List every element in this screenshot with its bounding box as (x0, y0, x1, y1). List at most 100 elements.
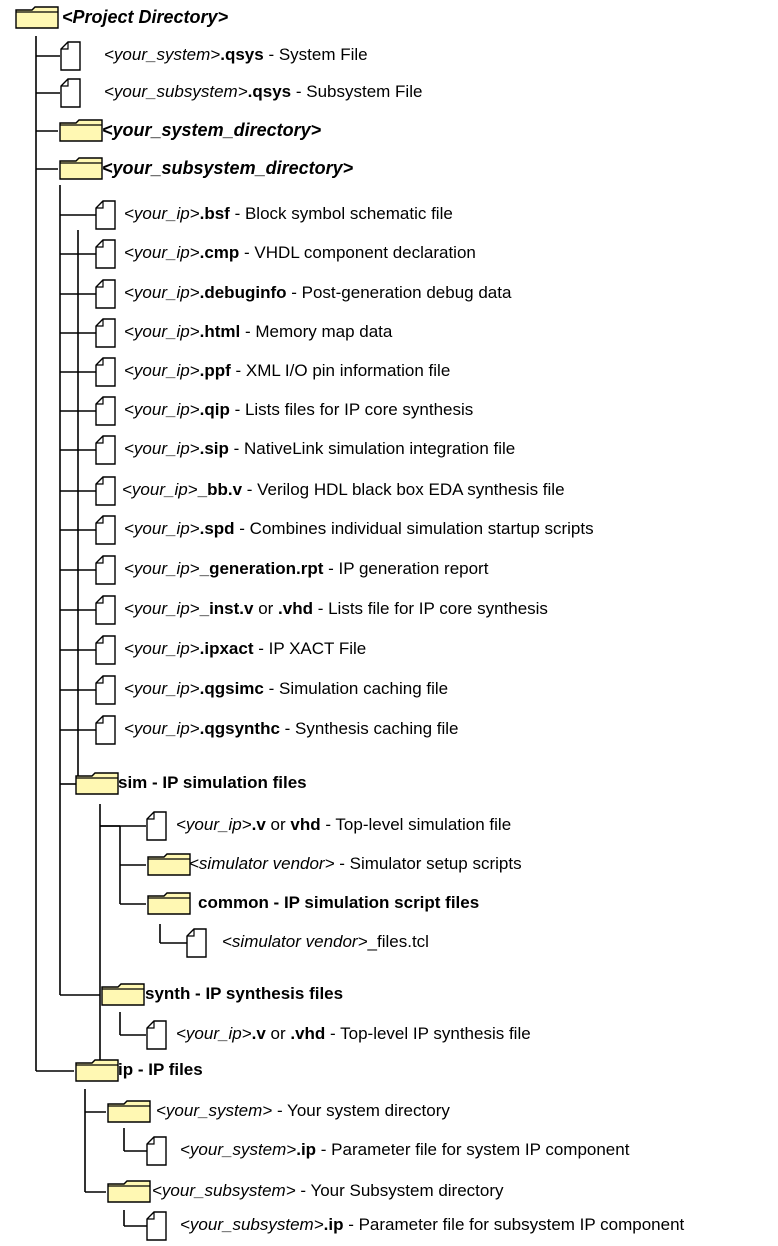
label-part: <your_ip> (124, 400, 200, 419)
file-icon (146, 1020, 168, 1055)
tree-label-sim-toplevel: <your_ip>.v or vhd - Top-level simulatio… (176, 815, 511, 835)
file-icon (95, 239, 117, 274)
tree-label-subsystem-ip: <your_subsystem>.ip - Parameter file for… (180, 1215, 684, 1235)
label-part: - Parameter file for system IP component (316, 1140, 630, 1159)
label-part: <your_system_directory> (102, 120, 322, 140)
file-icon (186, 928, 208, 963)
tree-label-debuginfo: <your_ip>.debuginfo - Post-generation de… (124, 283, 511, 303)
folder-icon (106, 1100, 152, 1129)
tree-label-ppf: <your_ip>.ppf - XML I/O pin information … (124, 361, 450, 381)
label-part: - Post-generation debug data (286, 283, 512, 302)
label-part: - Verilog HDL black box EDA synthesis fi… (242, 480, 565, 499)
label-part: - Block symbol schematic file (229, 204, 453, 223)
label-part: <your_ip> (124, 243, 200, 262)
tree-label-subsystem-dir: <your_subsystem_directory> (102, 158, 353, 179)
label-part: .vhd (278, 599, 313, 618)
label-part: - Your system directory (272, 1101, 450, 1120)
label-part: <simulator vendor> (189, 854, 335, 873)
file-icon (95, 715, 117, 750)
label-part: .cmp (199, 243, 240, 262)
label-part: .sip (199, 439, 229, 458)
tree-label-common-dir: common - IP simulation script files (198, 893, 479, 913)
label-part: <your_ip> (176, 1024, 252, 1043)
label-part: <your_ip> (124, 361, 200, 380)
label-part: _inst.v (199, 599, 254, 618)
tree-label-ip-subsystem-dir: <your_subsystem> - Your Subsystem direct… (152, 1181, 504, 1201)
label-part: .qgsynthc (199, 719, 280, 738)
label-part: - Simulator setup scripts (334, 854, 522, 873)
label-part: <your_ip> (176, 815, 252, 834)
label-part: .ip (323, 1215, 344, 1234)
file-icon (146, 1211, 168, 1246)
label-part: <your_ip> (124, 322, 200, 341)
folder-icon (14, 6, 60, 35)
file-icon (95, 357, 117, 392)
tree-label-cmp: <your_ip>.cmp - VHDL component declarati… (124, 243, 476, 263)
label-part: <your_ip> (124, 204, 200, 223)
label-part: .v (251, 815, 266, 834)
folder-icon (74, 1059, 120, 1088)
label-part: .qsys (220, 45, 264, 64)
folder-icon (100, 983, 146, 1012)
tree-label-root: <Project Directory> (62, 7, 228, 28)
file-icon (146, 811, 168, 846)
label-part: - Memory map data (240, 322, 393, 341)
label-part: ip - IP files (118, 1060, 203, 1079)
file-icon (95, 675, 117, 710)
label-part: <Project Directory> (62, 7, 229, 27)
label-part: - IP XACT File (253, 639, 367, 658)
folder-icon (74, 772, 120, 801)
file-icon (95, 635, 117, 670)
folder-icon (58, 119, 104, 148)
folder-icon (106, 1180, 152, 1209)
file-icon (95, 279, 117, 314)
label-part: <your_ip> (124, 599, 200, 618)
file-icon (95, 476, 117, 511)
file-icon (60, 78, 82, 113)
file-icon (146, 1136, 168, 1171)
label-part: <your_subsystem> (152, 1181, 296, 1200)
label-part: - Simulation caching file (263, 679, 449, 698)
label-part: - Top-level simulation file (320, 815, 512, 834)
folder-icon (58, 157, 104, 186)
tree-label-html: <your_ip>.html - Memory map data (124, 322, 392, 342)
label-part: - Top-level IP synthesis file (325, 1024, 531, 1043)
label-part: <your_ip> (124, 679, 200, 698)
label-part: .vhd (290, 1024, 326, 1043)
tree-label-bsf: <your_ip>.bsf - Block symbol schematic f… (124, 204, 453, 224)
label-part: <simulator vendor> (222, 932, 368, 951)
tree-label-qgsynthc: <your_ip>.qgsynthc - Synthesis caching f… (124, 719, 459, 739)
tree-label-subsystem-qsys: <your_subsystem>.qsys - Subsystem File (104, 82, 422, 102)
tree-label-spd: <your_ip>.spd - Combines individual simu… (124, 519, 594, 539)
label-part: or (253, 599, 279, 618)
file-icon (95, 200, 117, 235)
folder-icon (146, 892, 192, 921)
label-part: .debuginfo (199, 283, 287, 302)
tree-label-synth-dir: synth - IP synthesis files (145, 984, 343, 1004)
tree-label-qgsimc: <your_ip>.qgsimc - Simulation caching fi… (124, 679, 448, 699)
label-part: - Combines individual simulation startup… (234, 519, 594, 538)
tree-label-ip-dir: ip - IP files (118, 1060, 203, 1080)
label-part: - Subsystem File (291, 82, 423, 101)
label-part: .html (199, 322, 241, 341)
label-part: .ipxact (199, 639, 254, 658)
label-part: - VHDL component declaration (239, 243, 476, 262)
tree-label-bb: <your_ip>_bb.v - Verilog HDL black box E… (122, 480, 565, 500)
tree-label-system-ip: <your_system>.ip - Parameter file for sy… (180, 1140, 629, 1160)
tree-label-synth-toplevel: <your_ip>.v or .vhd - Top-level IP synth… (176, 1024, 531, 1044)
label-part: - Synthesis caching file (279, 719, 459, 738)
label-part: - Your Subsystem directory (295, 1181, 504, 1200)
tree-label-inst: <your_ip>_inst.v or .vhd - Lists file fo… (124, 599, 548, 619)
file-icon (95, 435, 117, 470)
tree-label-files-tcl: <simulator vendor>_files.tcl (222, 932, 429, 952)
label-part: _bb.v (197, 480, 243, 499)
folder-icon (146, 853, 192, 882)
label-part: <your_subsystem> (104, 82, 248, 101)
tree-label-ipxact: <your_ip>.ipxact - IP XACT File (124, 639, 366, 659)
label-part: <your_system> (180, 1140, 297, 1159)
label-part: - System File (263, 45, 368, 64)
tree-label-system-dir: <your_system_directory> (102, 120, 321, 141)
tree-label-sip: <your_ip>.sip - NativeLink simulation in… (124, 439, 515, 459)
label-part: - Parameter file for subsystem IP compon… (343, 1215, 685, 1234)
